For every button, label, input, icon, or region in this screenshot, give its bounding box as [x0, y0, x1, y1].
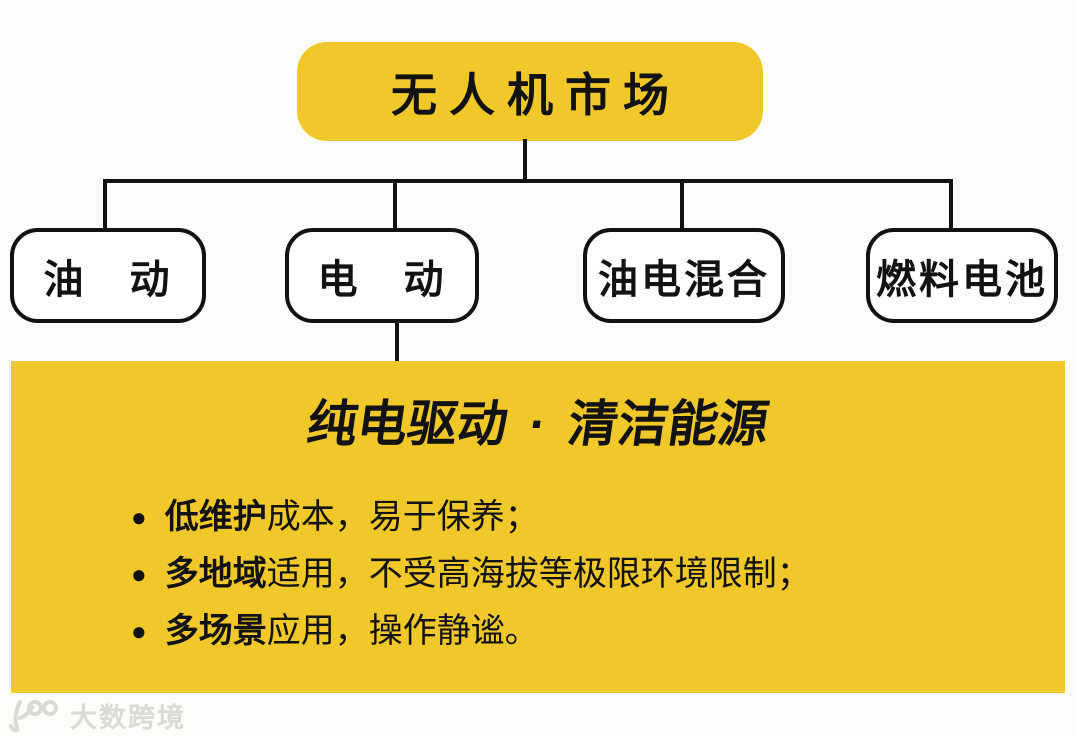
panel-title-seg1: 纯电 [303, 396, 412, 452]
connector-stub-hybrid [680, 179, 684, 230]
node-fuel-cell: 燃料电池 [866, 228, 1058, 323]
node-electric-label: 电 动 [317, 257, 447, 302]
node-electric: 电 动 [285, 228, 479, 323]
connector-root-stem [523, 139, 527, 183]
connector-stub-oil [103, 179, 107, 230]
bullet-text: 适用，不受高海拔等极限环境限制； [266, 555, 811, 593]
bullet-dot-icon: ● [131, 616, 147, 646]
node-hybrid: 油电混合 [583, 228, 785, 323]
dashu-kuajing-logo-icon [9, 699, 58, 732]
bullet-list: ● 低维护 成本，易于保养； ● 多地域 适用，不受高海拔等极限环境限制； ● … [11, 497, 1065, 651]
panel-title-seg2: 驱动 [403, 396, 512, 452]
watermark: 大数跨境 [8, 696, 186, 735]
electric-detail-panel: 纯电驱动·清洁能源 ● 低维护 成本，易于保养； ● 多地域 适用，不受高海拔等… [11, 361, 1065, 693]
root-node-label: 无人机市场 [391, 68, 681, 121]
bullet-emphasis: 多场景 [164, 612, 267, 650]
bullet-text: 应用，操作静谧。 [266, 612, 539, 650]
panel-title-seg4: 能源 [664, 396, 773, 452]
connector-stub-fuel-cell [949, 179, 953, 230]
connector-rail [103, 179, 953, 183]
node-oil-powered: 油 动 [10, 228, 206, 323]
connector-electric-to-panel [395, 321, 399, 363]
bullet-dot-icon: ● [131, 502, 147, 532]
node-hybrid-label: 油电混合 [598, 257, 770, 302]
watermark-text: 大数跨境 [70, 703, 186, 733]
bullet-text: 成本，易于保养； [266, 498, 539, 536]
node-oil-label: 油 动 [43, 257, 173, 302]
bullet-item-low-maintenance: ● 低维护 成本，易于保养； [131, 497, 1065, 537]
panel-title-separator: · [525, 396, 551, 452]
bullet-item-multi-scenario: ● 多场景 应用，操作静谧。 [131, 611, 1065, 651]
bullet-emphasis: 多地域 [164, 555, 267, 593]
connector-stub-electric [393, 179, 397, 230]
root-node-drone-market: 无人机市场 [297, 42, 763, 141]
node-fuel-cell-label: 燃料电池 [876, 257, 1048, 302]
bullet-emphasis: 低维护 [164, 498, 267, 536]
panel-title: 纯电驱动·清洁能源 [7, 395, 1069, 453]
bullet-item-multi-region: ● 多地域 适用，不受高海拔等极限环境限制； [131, 554, 1065, 594]
bullet-dot-icon: ● [131, 559, 147, 589]
panel-title-seg3: 清洁 [564, 396, 673, 452]
